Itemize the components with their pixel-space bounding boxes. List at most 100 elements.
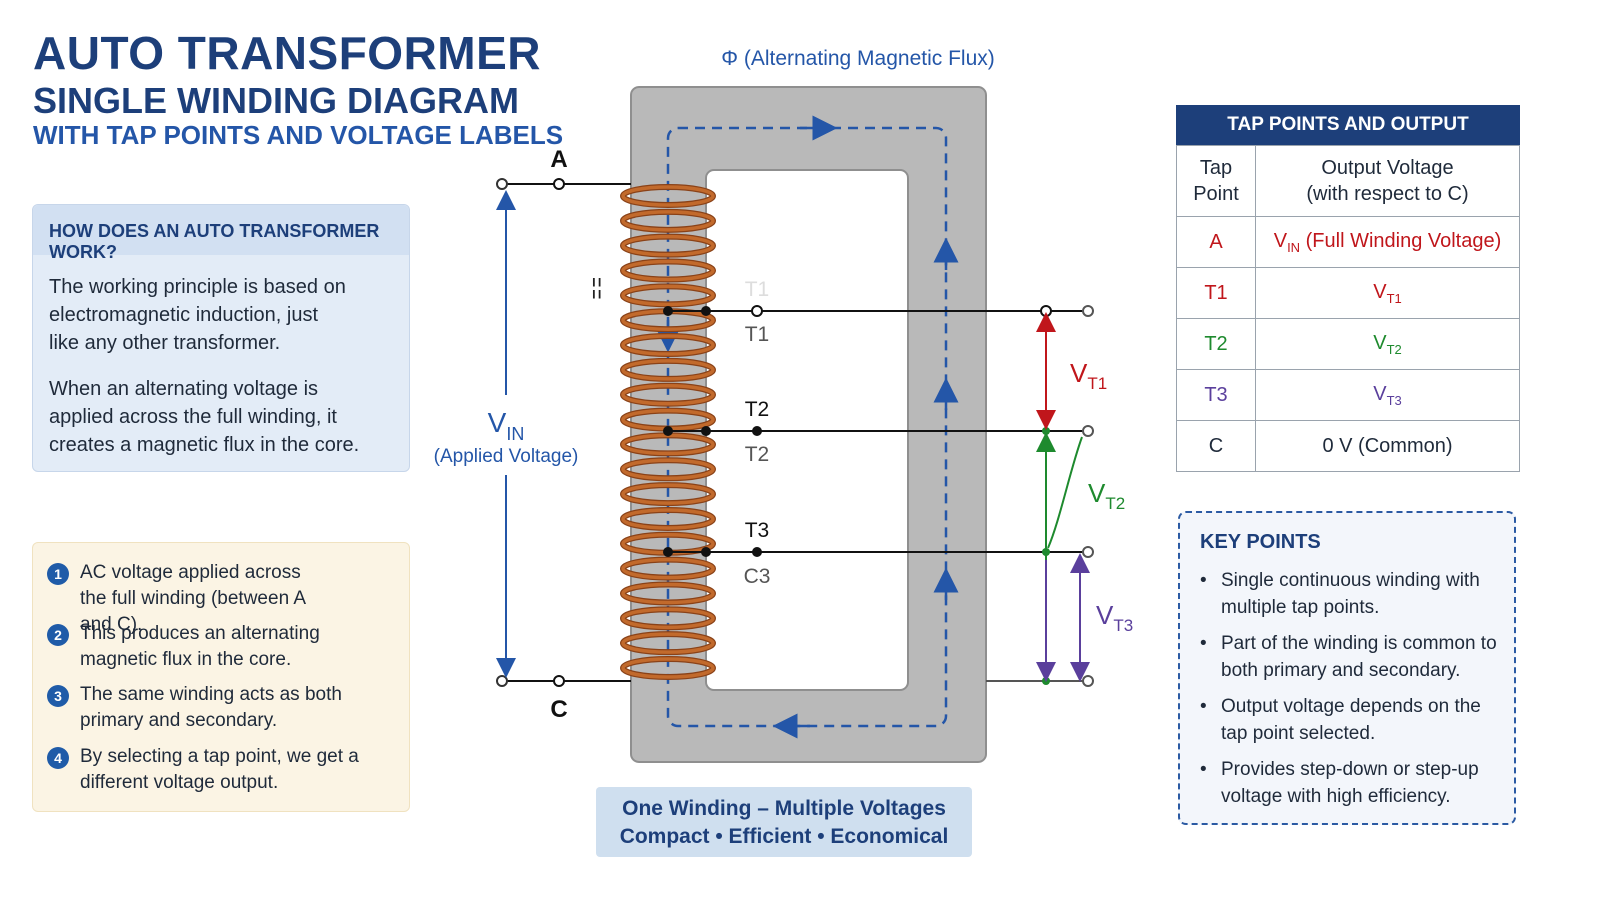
tap-t1-dot bbox=[701, 306, 711, 316]
terminal-a-node[interactable] bbox=[553, 178, 565, 190]
output-t3-terminal[interactable] bbox=[1082, 546, 1094, 558]
key-points-panel: KEY POINTS • Single continuous winding w… bbox=[1178, 511, 1516, 825]
copper-winding bbox=[620, 184, 716, 680]
tap-cell: T3 bbox=[1176, 369, 1256, 421]
key-point-text: Part of the winding is common to both pr… bbox=[1221, 633, 1497, 681]
step-number: 4 bbox=[47, 747, 69, 769]
step-number: 3 bbox=[47, 685, 69, 707]
tap-cell: T2 bbox=[1176, 318, 1256, 370]
coil-turn-highlight bbox=[621, 334, 715, 356]
coil-turn-highlight bbox=[621, 284, 715, 307]
bullet-icon: • bbox=[1200, 633, 1207, 654]
step-number: 1 bbox=[47, 563, 69, 585]
vin-label: VIN bbox=[488, 407, 525, 444]
step-item: 1 AC voltage applied across the full win… bbox=[47, 560, 330, 638]
bullet-icon: • bbox=[1200, 570, 1207, 591]
tap-cell: C bbox=[1176, 420, 1256, 472]
step-item: 2 This produces an alternating magnetic … bbox=[47, 621, 400, 673]
small-mark: ¦¦ bbox=[591, 274, 602, 299]
voltage-cell: VIN (Full Winding Voltage) bbox=[1255, 216, 1520, 268]
coil-turn-highlight bbox=[621, 508, 715, 530]
key-point-text: Output voltage depends on the tap point … bbox=[1221, 696, 1481, 744]
bullet-icon: • bbox=[1200, 759, 1207, 780]
coil-turn-highlight bbox=[621, 483, 715, 505]
key-point-item: • Single continuous winding with multipl… bbox=[1200, 567, 1500, 621]
how-it-works-panel: HOW DOES AN AUTO TRANSFORMER WORK? The w… bbox=[32, 204, 410, 472]
tap-t3-label: T3 bbox=[745, 519, 770, 542]
step-text: AC voltage applied across the full windi… bbox=[80, 562, 305, 635]
tap-t1-node[interactable] bbox=[751, 305, 763, 317]
voltage-cell: VT1 bbox=[1255, 267, 1520, 319]
summary-line-2: Compact • Efficient • Economical bbox=[619, 825, 949, 848]
key-point-text: Provides step-down or step-up voltage wi… bbox=[1221, 759, 1479, 807]
ghost-label: C3 bbox=[744, 565, 771, 588]
voltage-cell: VT2 bbox=[1255, 318, 1520, 370]
output-t1-terminal[interactable] bbox=[1082, 305, 1094, 317]
table-row: T2 VT2 bbox=[1176, 318, 1520, 370]
coil-turn-highlight bbox=[621, 582, 715, 605]
step-text: This produces an alternating magnetic fl… bbox=[80, 623, 320, 670]
bullet-icon: • bbox=[1200, 696, 1207, 717]
how-paragraph-2: When an alternating voltage is applied a… bbox=[49, 378, 360, 456]
tap-t2-dot bbox=[663, 426, 673, 436]
coil-turn-highlight bbox=[621, 185, 715, 207]
step-text: The same winding acts as both primary an… bbox=[80, 684, 342, 731]
output-c-node[interactable] bbox=[1042, 677, 1050, 685]
subtitle: SINGLE WINDING DIAGRAM bbox=[33, 80, 519, 121]
vt3-label: VT3 bbox=[1096, 600, 1133, 635]
output-t1-node[interactable] bbox=[1040, 305, 1052, 317]
table-row: C 0 V (Common) bbox=[1176, 420, 1520, 472]
terminal-c-node[interactable] bbox=[496, 675, 508, 687]
terminal-c-node[interactable] bbox=[553, 675, 565, 687]
tap-cell: T1 bbox=[1176, 267, 1256, 319]
step-text: By selecting a tap point, we get a diffe… bbox=[80, 746, 359, 793]
table-row: A VIN (Full Winding Voltage) bbox=[1176, 216, 1520, 268]
coil-turn-highlight bbox=[621, 607, 715, 630]
coil-turn-highlight bbox=[621, 359, 715, 381]
terminal-a-label: A bbox=[550, 146, 567, 173]
coil-turn-highlight bbox=[621, 657, 715, 679]
steps-panel: 1 AC voltage applied across the full win… bbox=[32, 542, 410, 812]
tap-t2-dot bbox=[701, 426, 711, 436]
key-points-heading: KEY POINTS bbox=[1200, 531, 1321, 553]
summary-line-1: One Winding – Multiple Voltages bbox=[622, 797, 946, 820]
summary-banner: One Winding – Multiple Voltages Compact … bbox=[596, 787, 972, 857]
output-t2-node[interactable] bbox=[1042, 427, 1050, 435]
vt2-label: VT2 bbox=[1088, 478, 1125, 513]
coil-turn-highlight bbox=[621, 259, 715, 282]
voltage-cell: VT3 bbox=[1255, 369, 1520, 421]
vt2-curve bbox=[1047, 436, 1083, 549]
key-point-text: Single continuous winding with multiple … bbox=[1221, 570, 1480, 618]
table-row: T3 VT3 bbox=[1176, 369, 1520, 421]
col-header-voltage: Output Voltage(with respect to C) bbox=[1255, 145, 1520, 217]
coil-turn-highlight bbox=[621, 632, 715, 654]
vt1-label: VT1 bbox=[1070, 358, 1107, 393]
terminal-c-label: C bbox=[550, 696, 567, 723]
tap-t3-node[interactable] bbox=[752, 547, 762, 557]
tap-t2-node[interactable] bbox=[752, 426, 762, 436]
output-c-terminal[interactable] bbox=[1082, 675, 1094, 687]
how-it-works-heading: HOW DOES AN AUTO TRANSFORMER WORK? bbox=[33, 205, 409, 262]
table-row: T1 VT1 bbox=[1176, 267, 1520, 319]
subtitle-detail: WITH TAP POINTS AND VOLTAGE LABELS bbox=[33, 120, 564, 150]
ghost-label: T1 bbox=[745, 278, 770, 301]
tap-t3-dot bbox=[701, 547, 711, 557]
step-item: 3 The same winding acts as both primary … bbox=[47, 682, 400, 734]
tap-t3-dot bbox=[663, 547, 673, 557]
tap-cell: A bbox=[1176, 216, 1256, 268]
ghost-label: T2 bbox=[745, 443, 770, 466]
tap-t1-label: T1 bbox=[745, 323, 770, 346]
coil-turn-highlight bbox=[621, 210, 715, 232]
main-title: AUTO TRANSFORMER bbox=[33, 27, 542, 79]
terminal-a-node[interactable] bbox=[496, 178, 508, 190]
flux-label: Φ (Alternating Magnetic Flux) bbox=[721, 47, 995, 70]
key-point-item: • Part of the winding is common to both … bbox=[1200, 630, 1500, 684]
coil-turn-highlight bbox=[621, 234, 715, 257]
output-t2-terminal[interactable] bbox=[1082, 425, 1094, 437]
step-number: 2 bbox=[47, 624, 69, 646]
how-paragraph-1: The working principle is based on electr… bbox=[49, 276, 346, 354]
